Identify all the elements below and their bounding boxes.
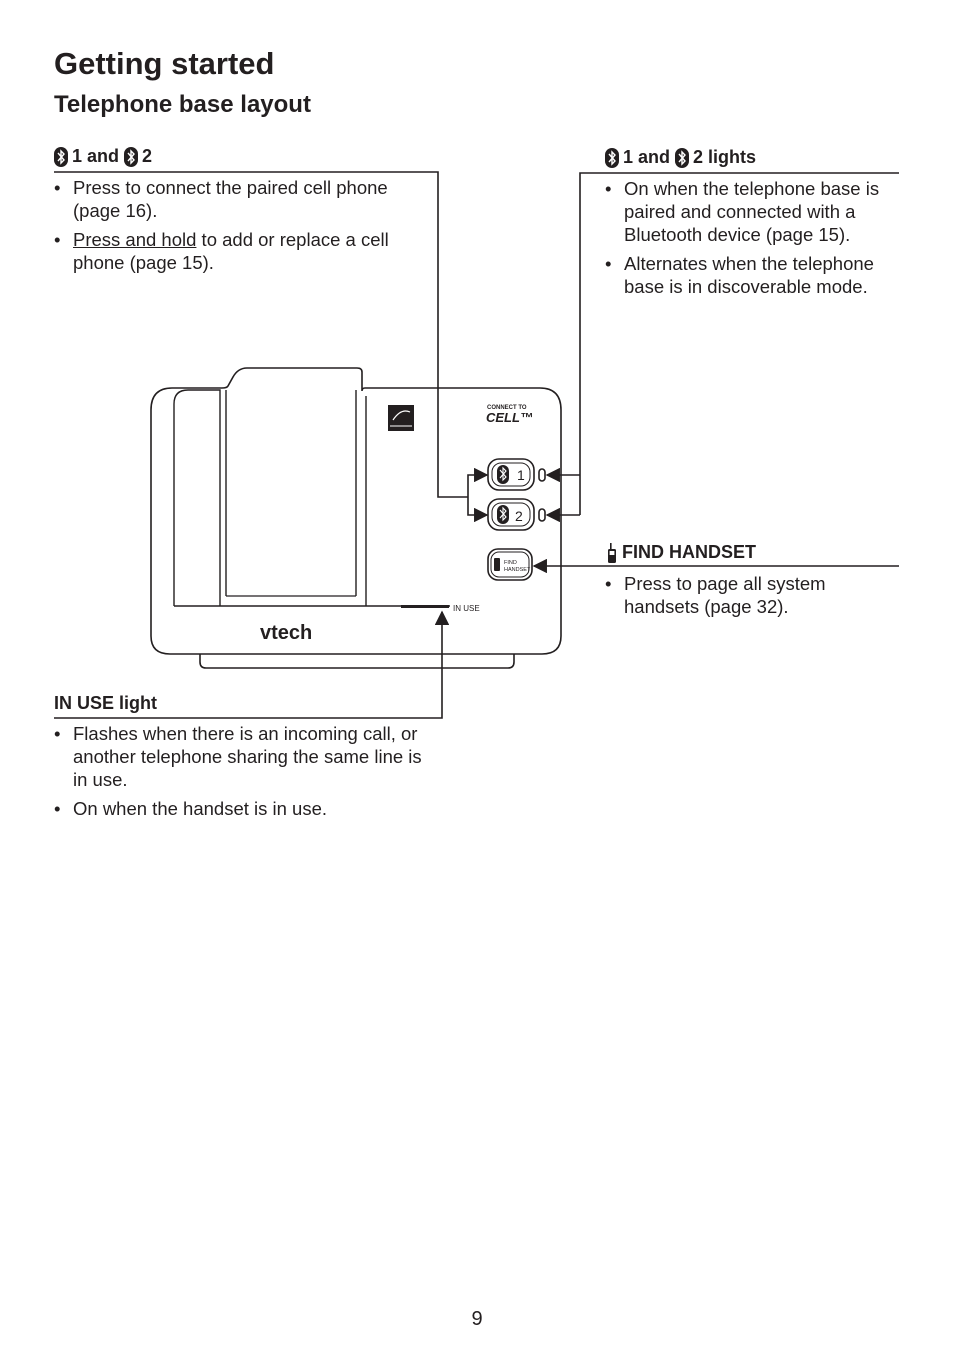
connect-to-label: CONNECT TO	[487, 405, 527, 411]
page-title: Getting started	[54, 46, 275, 81]
button-2-label: 2	[515, 508, 523, 524]
bt-buttons-title-part2: 2	[142, 146, 153, 166]
find-label-line2: HANDSET	[504, 567, 531, 573]
bluetooth-icon	[675, 147, 690, 168]
find-handset-button[interactable]	[487, 548, 533, 581]
list-item: Press to connect the paired cell phone (…	[54, 176, 399, 222]
handset-icon	[608, 542, 616, 563]
list-item: Press and hold to add or replace a cell …	[54, 228, 399, 274]
in-use-title-text: IN USE light	[54, 693, 157, 713]
vtech-logo: vtech	[260, 622, 312, 644]
cradle-left-wing	[173, 389, 221, 606]
bluetooth-light-2	[538, 508, 546, 522]
bluetooth-icon	[124, 146, 139, 167]
find-handset-list: Press to page all system handsets (page …	[605, 572, 905, 624]
list-item: On when the telephone base is paired and…	[605, 177, 905, 246]
section-subtitle: Telephone base layout	[54, 91, 311, 118]
callout-line-in-use	[54, 610, 450, 719]
bt-buttons-list: Press to connect the paired cell phone (…	[54, 176, 399, 280]
find-handset-title-text: FIND HANDSET	[622, 542, 756, 562]
bluetooth-button-1[interactable]	[487, 458, 535, 491]
in-use-light	[401, 605, 449, 608]
callout-arrow-button-1	[467, 467, 489, 497]
underlined-text: Press and hold	[73, 229, 197, 250]
bluetooth-icon	[605, 147, 619, 168]
in-use-device-label: IN USE	[453, 604, 480, 613]
bt-lights-title-part2: 2 lights	[693, 147, 757, 167]
find-handset-title: FIND HANDSET	[607, 542, 756, 563]
bt-lights-title-part1: 1 and	[623, 147, 671, 167]
handset-icon	[494, 558, 500, 571]
bluetooth-light-1	[538, 468, 546, 482]
button-1-label: 1	[517, 467, 525, 483]
bluetooth-icon	[54, 146, 68, 167]
callout-line-buttons	[54, 171, 468, 498]
find-label-line1: FIND	[504, 560, 517, 566]
cell-logo: CELL™	[486, 410, 533, 425]
list-item-text: to add or replace a cell phone (page 15)…	[73, 229, 389, 273]
list-item: Flashes when there is an incoming call, …	[54, 722, 439, 791]
energy-star-logo	[388, 405, 414, 431]
callout-line-lights	[579, 172, 899, 515]
list-item: Press to page all system handsets (page …	[605, 572, 905, 618]
base-foot	[199, 652, 515, 669]
bt-lights-title: 1 and 2 lights	[605, 147, 756, 168]
bluetooth-button-2[interactable]	[487, 498, 535, 531]
bt-lights-list: On when the telephone base is paired and…	[605, 177, 905, 304]
bt-buttons-title-part1: 1 and	[72, 146, 120, 166]
list-item: Alternates when the telephone base is in…	[605, 252, 905, 298]
callout-arrow-button-2	[467, 497, 489, 523]
in-use-list: Flashes when there is an incoming call, …	[54, 722, 439, 826]
list-item: On when the handset is in use.	[54, 797, 439, 820]
page-number: 9	[471, 1308, 483, 1330]
in-use-title: IN USE light	[54, 693, 157, 714]
bt-buttons-title: 1 and 2	[54, 146, 152, 167]
